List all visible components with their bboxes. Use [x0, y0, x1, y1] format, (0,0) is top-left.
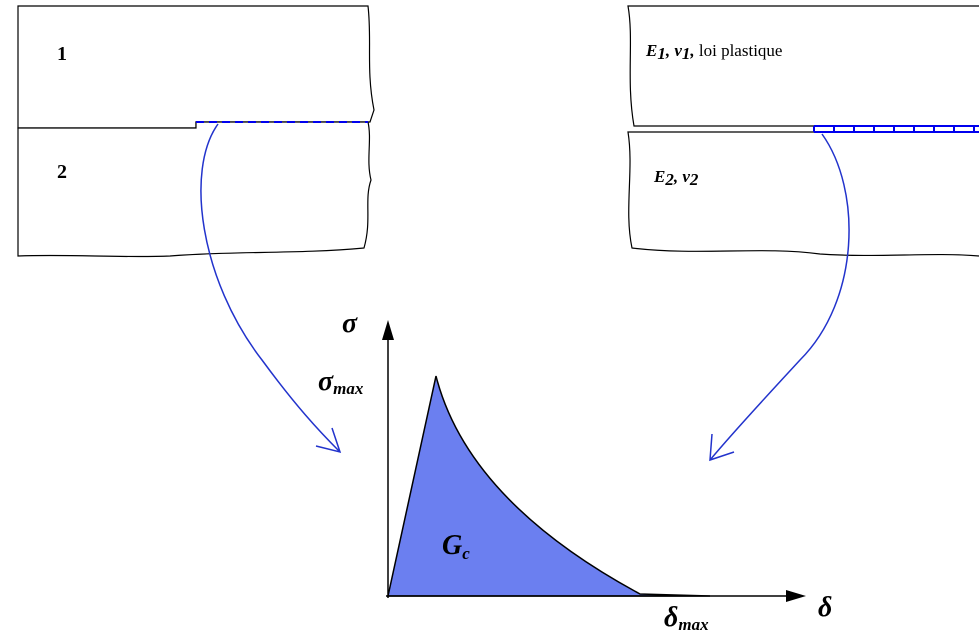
y-axis-arrowhead-icon — [382, 320, 394, 340]
gc-label: Gc — [442, 530, 470, 563]
connector-arrows — [200, 123, 850, 462]
left-block-1 — [17, 5, 375, 129]
left-block-2 — [17, 121, 372, 258]
sigma-max-label: σmax — [318, 366, 364, 398]
traction-separation-graph: σ σmax δ δmax Gc — [318, 308, 832, 634]
left-arrow-curve — [200, 123, 341, 453]
right-block-1-properties: E1, ν1, loi plastique — [645, 41, 782, 63]
right-block-2-properties: E2, ν2 — [653, 167, 699, 189]
x-axis-label: δ — [818, 592, 832, 623]
right-cohesive-elements — [813, 125, 979, 133]
right-block-1 — [627, 5, 979, 127]
left-block-1-label: 1 — [57, 43, 67, 65]
gc-area — [387, 375, 711, 597]
left-figure: 1 2 — [17, 5, 375, 258]
left-arrowhead-icon — [315, 427, 342, 454]
delta-max-label: δmax — [664, 602, 709, 634]
right-block-2 — [627, 131, 979, 257]
x-axis-arrowhead-icon — [786, 590, 806, 602]
right-arrow-curve — [709, 133, 850, 461]
right-arrowhead-icon — [709, 433, 735, 462]
y-axis-label: σ — [342, 308, 358, 339]
right-figure: E1, ν1, loi plastique E2, ν2 — [627, 5, 979, 257]
left-block-2-label: 2 — [57, 161, 67, 183]
